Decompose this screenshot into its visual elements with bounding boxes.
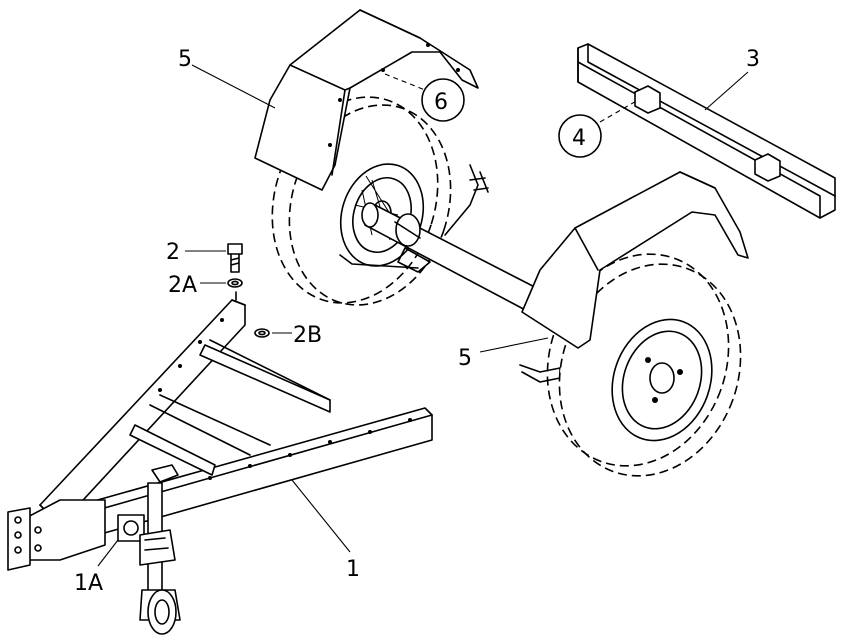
callout-5-rear: 5 [178, 47, 192, 72]
bolt-assembly [227, 243, 270, 338]
callout-1a: 1A [74, 571, 103, 596]
callout-circle-6 [421, 78, 465, 122]
callout-6: 6 [434, 90, 448, 115]
leader-lines [97, 64, 749, 567]
callout-5-front: 5 [458, 346, 472, 371]
callout-2b: 2B [293, 323, 322, 348]
callout-2a: 2A [168, 273, 197, 298]
callout-1: 1 [346, 557, 360, 582]
axle [339, 164, 561, 383]
callout-4: 4 [572, 126, 586, 151]
callout-3: 3 [746, 47, 760, 72]
callout-2: 2 [166, 240, 180, 265]
tongue-jack [117, 464, 181, 635]
callout-circle-4 [558, 114, 602, 158]
trailer-frame [7, 299, 433, 571]
fender-front [521, 171, 749, 349]
crossbar [577, 43, 836, 219]
front-right-wheel [546, 253, 742, 477]
fender-rear [254, 9, 479, 191]
